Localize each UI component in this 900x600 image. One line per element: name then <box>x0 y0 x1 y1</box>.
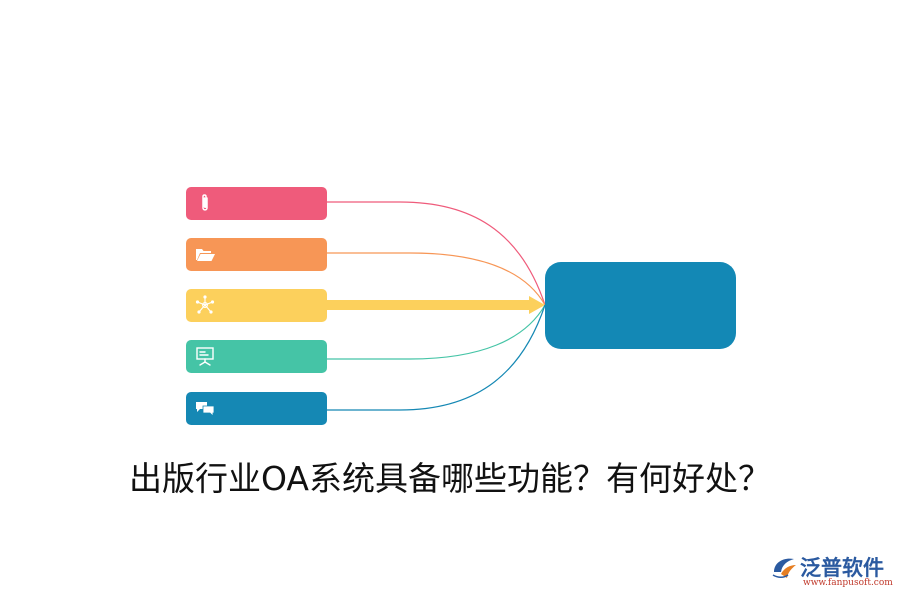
presentation-board-icon <box>196 347 214 366</box>
logo-url-text: www.fanpusoft.com <box>803 578 893 588</box>
node-attachment <box>186 187 327 220</box>
paperclip-icon <box>202 194 208 211</box>
connector-3-thick <box>327 300 531 310</box>
fanpu-logo-icon <box>772 558 796 578</box>
central-hub-node <box>545 262 736 349</box>
node-folder <box>186 238 327 271</box>
connector-4 <box>327 304 546 360</box>
fanpu-logo: 泛普软件 www.fanpusoft.com <box>770 552 895 594</box>
network-icon <box>195 295 215 314</box>
logo-brand-text: 泛普软件 <box>800 556 884 580</box>
folder-open-icon <box>196 249 215 261</box>
node-chat <box>186 392 327 425</box>
connector-1 <box>327 201 546 306</box>
connector-5 <box>327 304 546 411</box>
node-network <box>186 289 327 322</box>
chat-bubbles-icon <box>196 402 215 417</box>
connector-2 <box>327 252 546 306</box>
node-presentation <box>186 340 327 373</box>
diagram-caption: 出版行业OA系统具备哪些功能？有何好处？ <box>129 459 771 498</box>
connector-3-arrowhead <box>529 296 545 314</box>
